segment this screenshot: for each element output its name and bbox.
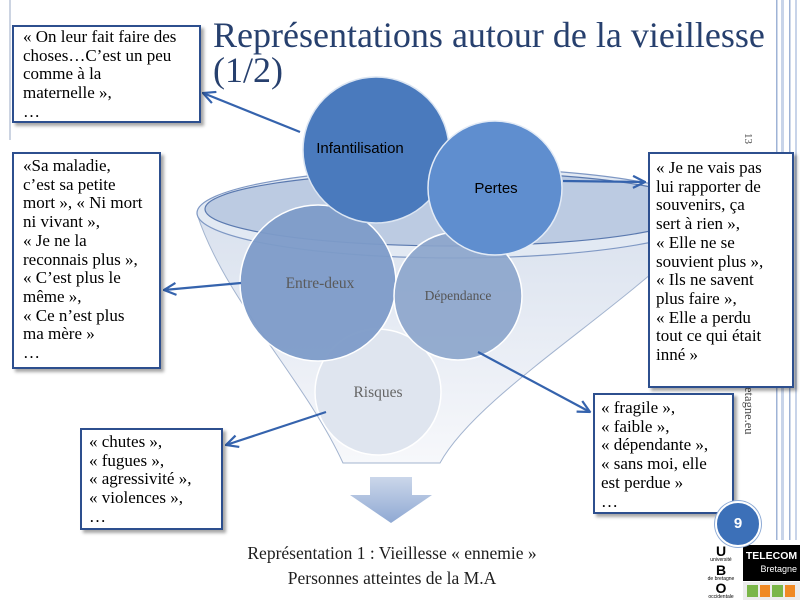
ubo-logo-word: occidentale xyxy=(708,594,734,600)
quote-box-dependance: « fragile », « faible », « dépendante »,… xyxy=(593,393,734,514)
slide-title-part: (1/2) xyxy=(213,50,283,90)
institut-mines-telecom-logo xyxy=(743,582,800,600)
circle-pertes xyxy=(427,120,563,256)
side-url-text: etagne.eu xyxy=(742,387,756,435)
arrow-pertes-to-quotes xyxy=(562,181,645,182)
circle-label-dependance: Dépendance xyxy=(425,288,492,303)
ubo-logo: U université B de bretagne O occidentale xyxy=(702,544,740,600)
logo-shape xyxy=(785,585,795,597)
quote-box-infantilisation: « On leur fait faire des choses…C’est un… xyxy=(12,25,201,123)
logo-shape xyxy=(772,585,783,597)
circle-label-entre-deux: Entre-deux xyxy=(286,275,355,292)
slide-title: Représentations autour de la vieillesse xyxy=(213,15,765,55)
quote-box-risques: « chutes », « fugues », « agressivité »,… xyxy=(80,428,223,530)
caption-line-2: Personnes atteintes de la M.A xyxy=(287,568,497,588)
ubo-logo-letter: U xyxy=(715,543,727,559)
arrow-infantilisation-to-quotes xyxy=(203,93,301,134)
logo-shape xyxy=(747,585,758,597)
quote-box-entre-deux: «Sa maladie, c’est sa petite mort », « N… xyxy=(12,152,161,369)
down-arrow-icon xyxy=(350,477,432,523)
side-date-text: 13 xyxy=(742,133,754,144)
telecom-logo-text: TELECOM xyxy=(745,550,798,562)
telecom-bretagne-logo: TELECOM Bretagne xyxy=(743,545,800,581)
telecom-logo-subtext: Bretagne xyxy=(760,564,797,574)
ubo-logo-letter: O xyxy=(715,580,727,596)
ubo-logo-word: de bretagne xyxy=(707,576,735,582)
arrow-entre-deux-to-quotes xyxy=(164,281,242,290)
ubo-logo-word: université xyxy=(710,557,732,563)
circle-label-risques: Risques xyxy=(353,384,402,401)
ubo-logo-letter: B xyxy=(715,562,727,578)
arrow-dependance-to-quotes xyxy=(477,351,590,412)
caption-line-1: Représentation 1 : Vieillesse « ennemie … xyxy=(247,543,537,563)
circle-label-pertes: Pertes xyxy=(474,180,517,197)
logo-shape xyxy=(760,585,770,597)
page-number-badge: 9 xyxy=(715,501,761,547)
arrow-risques-to-quotes xyxy=(226,410,327,445)
circle-label-infantilisation: Infantilisation xyxy=(316,140,404,157)
quote-box-pertes: « Je ne vais pas lui rapporter de souven… xyxy=(648,152,794,388)
